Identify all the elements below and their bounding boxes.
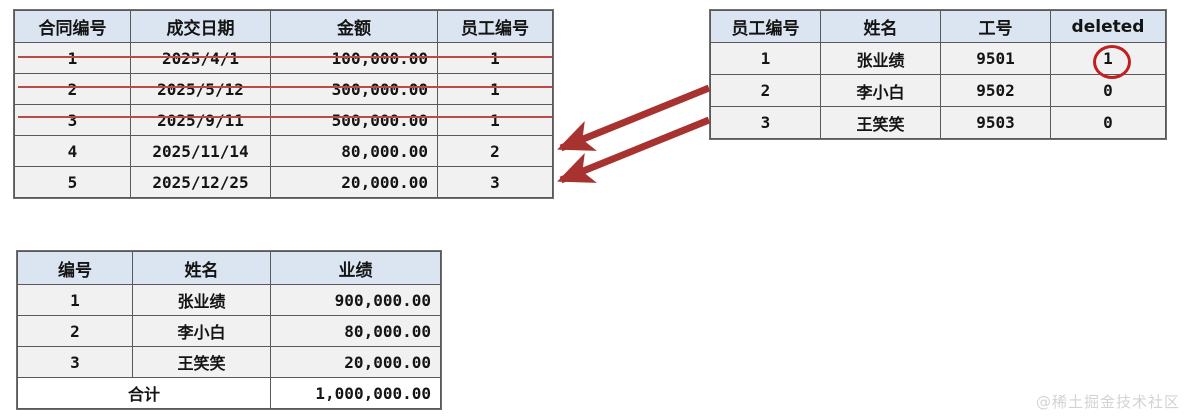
contract-date-cell: 2025/4/1	[130, 42, 271, 74]
employee-deleted-cell: 0	[1050, 74, 1166, 107]
summary-value-cell: 20,000.00	[270, 346, 441, 378]
table-row: 5 2025/12/25 20,000.00 3	[14, 166, 553, 198]
summary-id-cell: 2	[17, 315, 133, 347]
contract-amount-cell: 100,000.00	[270, 42, 438, 74]
contract-emp-cell: 1	[437, 73, 553, 105]
employee-col-code: 工号	[940, 10, 1051, 43]
table-row: 1 张业绩 9501 1	[710, 42, 1166, 75]
summary-name-cell: 王笑笑	[132, 346, 271, 378]
summary-col-id: 编号	[17, 251, 133, 285]
contract-amount-cell: 300,000.00	[270, 73, 438, 105]
employee-code-cell: 9503	[940, 106, 1051, 139]
employee-name-cell: 张业绩	[820, 42, 941, 75]
contract-emp-cell: 2	[437, 135, 553, 167]
contract-id-cell: 5	[14, 166, 131, 198]
table-row: 4 2025/11/14 80,000.00 2	[14, 135, 553, 167]
contract-amount-cell: 20,000.00	[270, 166, 438, 198]
contract-date-cell: 2025/5/12	[130, 73, 271, 105]
employee-name-cell: 王笑笑	[820, 106, 941, 139]
contract-emp-cell: 3	[437, 166, 553, 198]
summary-col-name: 姓名	[132, 251, 271, 285]
contract-emp-cell: 1	[437, 104, 553, 136]
contract-amount-cell: 80,000.00	[270, 135, 438, 167]
employee-name-cell: 李小白	[820, 74, 941, 107]
table-row: 2 李小白 80,000.00	[17, 315, 441, 347]
summary-col-value: 业绩	[270, 251, 441, 285]
summary-total-row: 合计 1,000,000.00	[17, 377, 441, 409]
contract-id-cell: 1	[14, 42, 131, 74]
summary-total-label: 合计	[17, 377, 271, 409]
contract-col-date: 成交日期	[130, 10, 271, 43]
summary-value-cell: 80,000.00	[270, 315, 441, 347]
contract-col-amount: 金额	[270, 10, 438, 43]
employee-code-cell: 9502	[940, 74, 1051, 107]
table-row: 3 王笑笑 9503 0	[710, 106, 1166, 139]
employee-table: 员工编号 姓名 工号 deleted 1 张业绩 9501 1 2 李小白 95…	[710, 10, 1166, 139]
contract-id-cell: 3	[14, 104, 131, 136]
summary-name-cell: 李小白	[132, 315, 271, 347]
summary-total-value: 1,000,000.00	[270, 377, 441, 409]
contract-id-cell: 4	[14, 135, 131, 167]
table-row: 1 张业绩 900,000.00	[17, 284, 441, 316]
summary-table-header-row: 编号 姓名 业绩	[17, 251, 441, 285]
contract-col-id: 合同编号	[14, 10, 131, 43]
contract-table-header-row: 合同编号 成交日期 金额 员工编号	[14, 10, 553, 43]
contract-amount-cell: 500,000.00	[270, 104, 438, 136]
contract-col-emp: 员工编号	[437, 10, 553, 43]
employee-id-cell: 2	[710, 74, 821, 107]
arrow-employee2-to-contract4	[557, 84, 711, 152]
employee-id-cell: 1	[710, 42, 821, 75]
employee-deleted-cell: 0	[1050, 106, 1166, 139]
employee-deleted-cell: 1	[1050, 42, 1166, 75]
table-row: 2 李小白 9502 0	[710, 74, 1166, 107]
contract-id-cell: 2	[14, 73, 131, 105]
summary-id-cell: 3	[17, 346, 133, 378]
employee-col-name: 姓名	[820, 10, 941, 43]
employee-table-header-row: 员工编号 姓名 工号 deleted	[710, 10, 1166, 43]
watermark-text: @稀土掘金技术社区	[1035, 393, 1180, 411]
contract-emp-cell: 1	[437, 42, 553, 74]
table-row: 3 王笑笑 20,000.00	[17, 346, 441, 378]
employee-id-cell: 3	[710, 106, 821, 139]
arrow-employee3-to-contract5	[557, 116, 711, 184]
table-row: 1 2025/4/1 100,000.00 1	[14, 42, 553, 74]
employee-col-id: 员工编号	[710, 10, 821, 43]
summary-table: 编号 姓名 业绩 1 张业绩 900,000.00 2 李小白 80,000.0…	[17, 251, 441, 409]
employee-code-cell: 9501	[940, 42, 1051, 75]
contract-table: 合同编号 成交日期 金额 员工编号 1 2025/4/1 100,000.00 …	[14, 10, 553, 198]
contract-date-cell: 2025/11/14	[130, 135, 271, 167]
table-row: 3 2025/9/11 500,000.00 1	[14, 104, 553, 136]
contract-date-cell: 2025/12/25	[130, 166, 271, 198]
employee-col-deleted: deleted	[1050, 10, 1166, 43]
summary-id-cell: 1	[17, 284, 133, 316]
contract-date-cell: 2025/9/11	[130, 104, 271, 136]
summary-value-cell: 900,000.00	[270, 284, 441, 316]
summary-name-cell: 张业绩	[132, 284, 271, 316]
table-row: 2 2025/5/12 300,000.00 1	[14, 73, 553, 105]
